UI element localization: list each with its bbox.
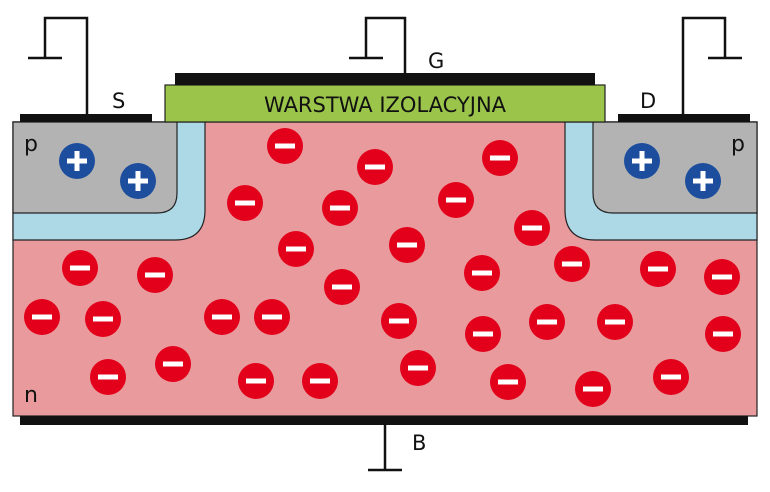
electron-carrier	[381, 303, 417, 339]
insulator-layer	[164, 84, 606, 123]
minus-sign	[93, 316, 113, 322]
minus-sign	[70, 265, 90, 271]
electron-carrier	[155, 346, 191, 382]
electron-carrier	[62, 250, 98, 286]
minus-sign	[98, 374, 118, 380]
electrons-group	[24, 128, 741, 407]
minus-sign	[235, 200, 255, 206]
minus-sign	[286, 246, 306, 252]
electron-carrier	[238, 363, 274, 399]
drain-label: D	[640, 89, 656, 113]
electron-carrier	[357, 149, 393, 185]
minus-sign	[212, 314, 232, 320]
source-label: S	[112, 89, 125, 113]
minus-sign	[330, 205, 350, 211]
body-metal	[20, 416, 748, 425]
plus-sign-v	[700, 171, 706, 191]
electron-carrier	[324, 269, 360, 305]
electron-carrier	[640, 251, 676, 287]
holes-group	[59, 143, 721, 199]
electron-carrier	[482, 140, 518, 176]
body-label: B	[412, 431, 426, 455]
minus-sign	[332, 284, 352, 290]
electron-carrier	[529, 304, 565, 340]
electron-carrier	[514, 210, 550, 246]
minus-sign	[472, 270, 492, 276]
electron-carrier	[400, 350, 436, 386]
hole-carrier	[59, 143, 95, 179]
electron-carrier	[705, 316, 741, 352]
hole-carrier	[685, 163, 721, 199]
hole-carrier	[624, 143, 660, 179]
body-wire	[368, 425, 402, 472]
drain-wire	[681, 16, 742, 114]
electron-carrier	[254, 299, 290, 335]
electron-carrier	[464, 255, 500, 291]
minus-sign	[498, 379, 518, 385]
electron-carrier	[465, 316, 501, 352]
minus-sign	[522, 225, 542, 231]
minus-sign	[408, 365, 428, 371]
hole-carrier	[120, 163, 156, 199]
electron-carrier	[704, 259, 740, 295]
drain-metal	[618, 114, 750, 122]
minus-sign	[661, 374, 681, 380]
minus-sign	[275, 143, 295, 149]
plus-sign-v	[74, 151, 80, 171]
minus-sign	[712, 274, 732, 280]
electron-carrier	[438, 182, 474, 218]
electron-carrier	[575, 371, 611, 407]
electron-carrier	[597, 304, 633, 340]
electron-carrier	[204, 299, 240, 335]
electron-carrier	[322, 190, 358, 226]
electron-carrier	[302, 363, 338, 399]
electron-carrier	[227, 185, 263, 221]
minus-sign	[537, 319, 557, 325]
source-metal	[20, 114, 152, 122]
minus-sign	[310, 378, 330, 384]
minus-sign	[473, 331, 493, 337]
p-label-left: p	[24, 132, 38, 157]
electron-carrier	[137, 257, 173, 293]
electron-carrier	[267, 128, 303, 164]
electron-carrier	[85, 301, 121, 337]
gate-wire	[349, 16, 407, 73]
minus-sign	[145, 272, 165, 278]
electron-carrier	[24, 299, 60, 335]
gate-label: G	[428, 49, 444, 73]
minus-sign	[397, 242, 417, 248]
minus-sign	[605, 319, 625, 325]
electron-carrier	[389, 227, 425, 263]
electron-carrier	[278, 231, 314, 267]
plus-sign-v	[639, 151, 645, 171]
electron-carrier	[554, 246, 590, 282]
electron-carrier	[490, 364, 526, 400]
minus-sign	[389, 318, 409, 324]
n-label: n	[24, 383, 38, 408]
minus-sign	[713, 331, 733, 337]
minus-sign	[365, 164, 385, 170]
minus-sign	[163, 361, 183, 367]
gate-metal	[175, 73, 595, 85]
electron-carrier	[653, 359, 689, 395]
source-wire	[28, 16, 89, 114]
minus-sign	[490, 155, 510, 161]
plus-sign-v	[135, 171, 141, 191]
minus-sign	[32, 314, 52, 320]
minus-sign	[648, 266, 668, 272]
electron-carrier	[90, 359, 126, 395]
minus-sign	[246, 378, 266, 384]
minus-sign	[562, 261, 582, 267]
p-label-right: p	[731, 132, 745, 157]
insulator-label: WARSTWA IZOLACYJNA	[264, 93, 507, 117]
minus-sign	[262, 314, 282, 320]
minus-sign	[446, 197, 466, 203]
minus-sign	[583, 386, 603, 392]
